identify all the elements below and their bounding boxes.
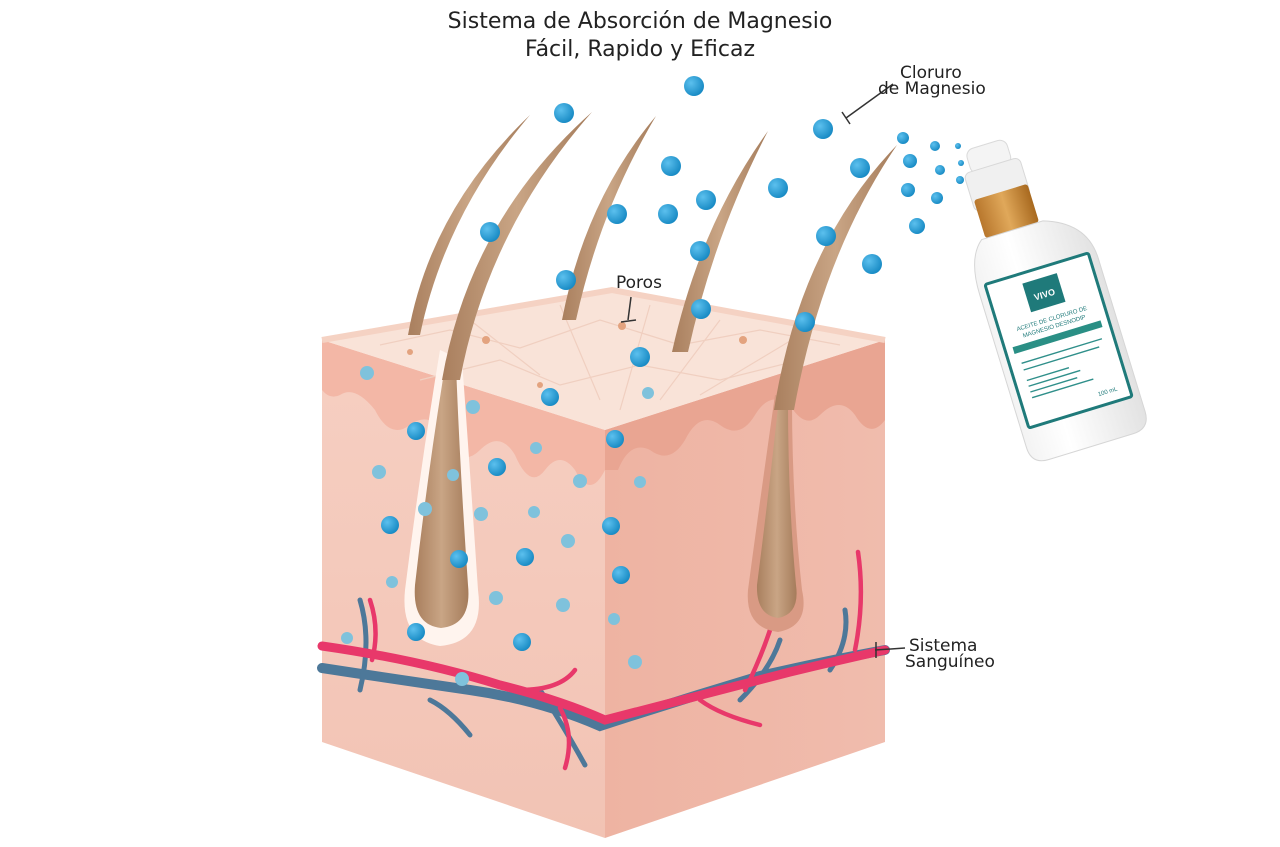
hair-3 [562,116,656,320]
label-poros: Poros [616,273,662,293]
label-cloruro-line2: de Magnesio [878,79,986,99]
artery-branches [367,549,864,771]
hair-follicle-right [747,395,804,632]
diagram-title-line2: Fácil, Rapido y Eficaz [524,37,756,62]
diagram-title-line1: Sistema de Absorción de Magnesio [447,9,833,34]
magnesium-particles-faded [341,366,654,686]
hair-1 [408,115,530,335]
bottle-band [1012,320,1103,354]
skin-right-face [605,340,885,838]
vein-branches [357,597,849,768]
leader-poros-tick [620,319,637,323]
leader-poros [627,296,632,321]
bottle-logo [1022,273,1066,313]
blood-vessels [317,549,890,771]
epidermis-right [605,340,885,470]
leader-lines [620,83,906,658]
pore-dots [407,322,747,388]
leader-cloruro-tick [841,111,851,125]
magnesium-particles-air [480,76,964,367]
bottle-cap [974,184,1039,238]
leader-sistema [874,647,906,651]
bottle-fine-print [1021,338,1103,399]
bottle-size: 100 mL [1097,386,1119,398]
leader-cloruro [845,83,894,119]
label-cloruro-line1: Cloruro [900,63,962,83]
label-sistema-line1: Sistema [909,636,978,656]
artery-main [317,641,890,725]
hair-2 [442,112,592,380]
hair-strands [408,112,897,410]
label-sistema-line2: Sanguíneo [905,652,995,672]
skin-block [317,286,890,838]
spray-bottle: VIVO ACEITE DE CLORURO DE MAGNESIO DESNO… [964,139,1147,462]
hair-5 [774,145,897,410]
hair-4 [672,131,768,352]
magnesium-particles-skin [381,388,630,651]
